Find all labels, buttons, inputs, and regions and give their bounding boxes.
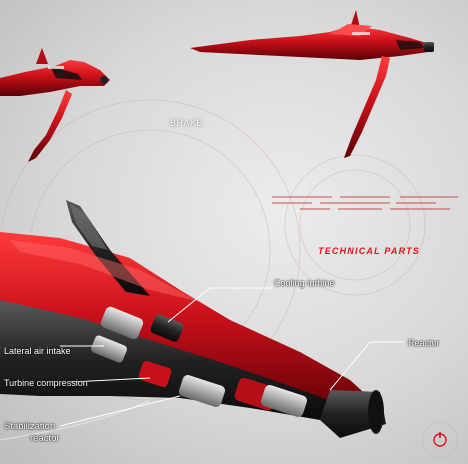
callout-lines bbox=[59, 287, 404, 427]
label-reactor: Reactor bbox=[408, 338, 440, 348]
spec-text-lines bbox=[272, 196, 458, 210]
power-icon bbox=[433, 432, 447, 447]
label-turbine-compression: Turbine compression bbox=[4, 378, 88, 388]
label-stabilization-reactor: reactor bbox=[30, 433, 60, 444]
ship-top-left bbox=[0, 48, 110, 162]
label-stabilization: Stabilization bbox=[4, 421, 56, 432]
label-technical-parts: TECHNICAL PARTS bbox=[318, 246, 421, 256]
ship-top-right bbox=[190, 10, 434, 158]
label-cooling-turbine: Cooling turbine bbox=[274, 278, 335, 288]
label-lateral-air-intake: Lateral air intake bbox=[4, 346, 71, 356]
label-brake: BRAKE bbox=[170, 118, 204, 128]
ship-cutaway bbox=[0, 200, 386, 438]
